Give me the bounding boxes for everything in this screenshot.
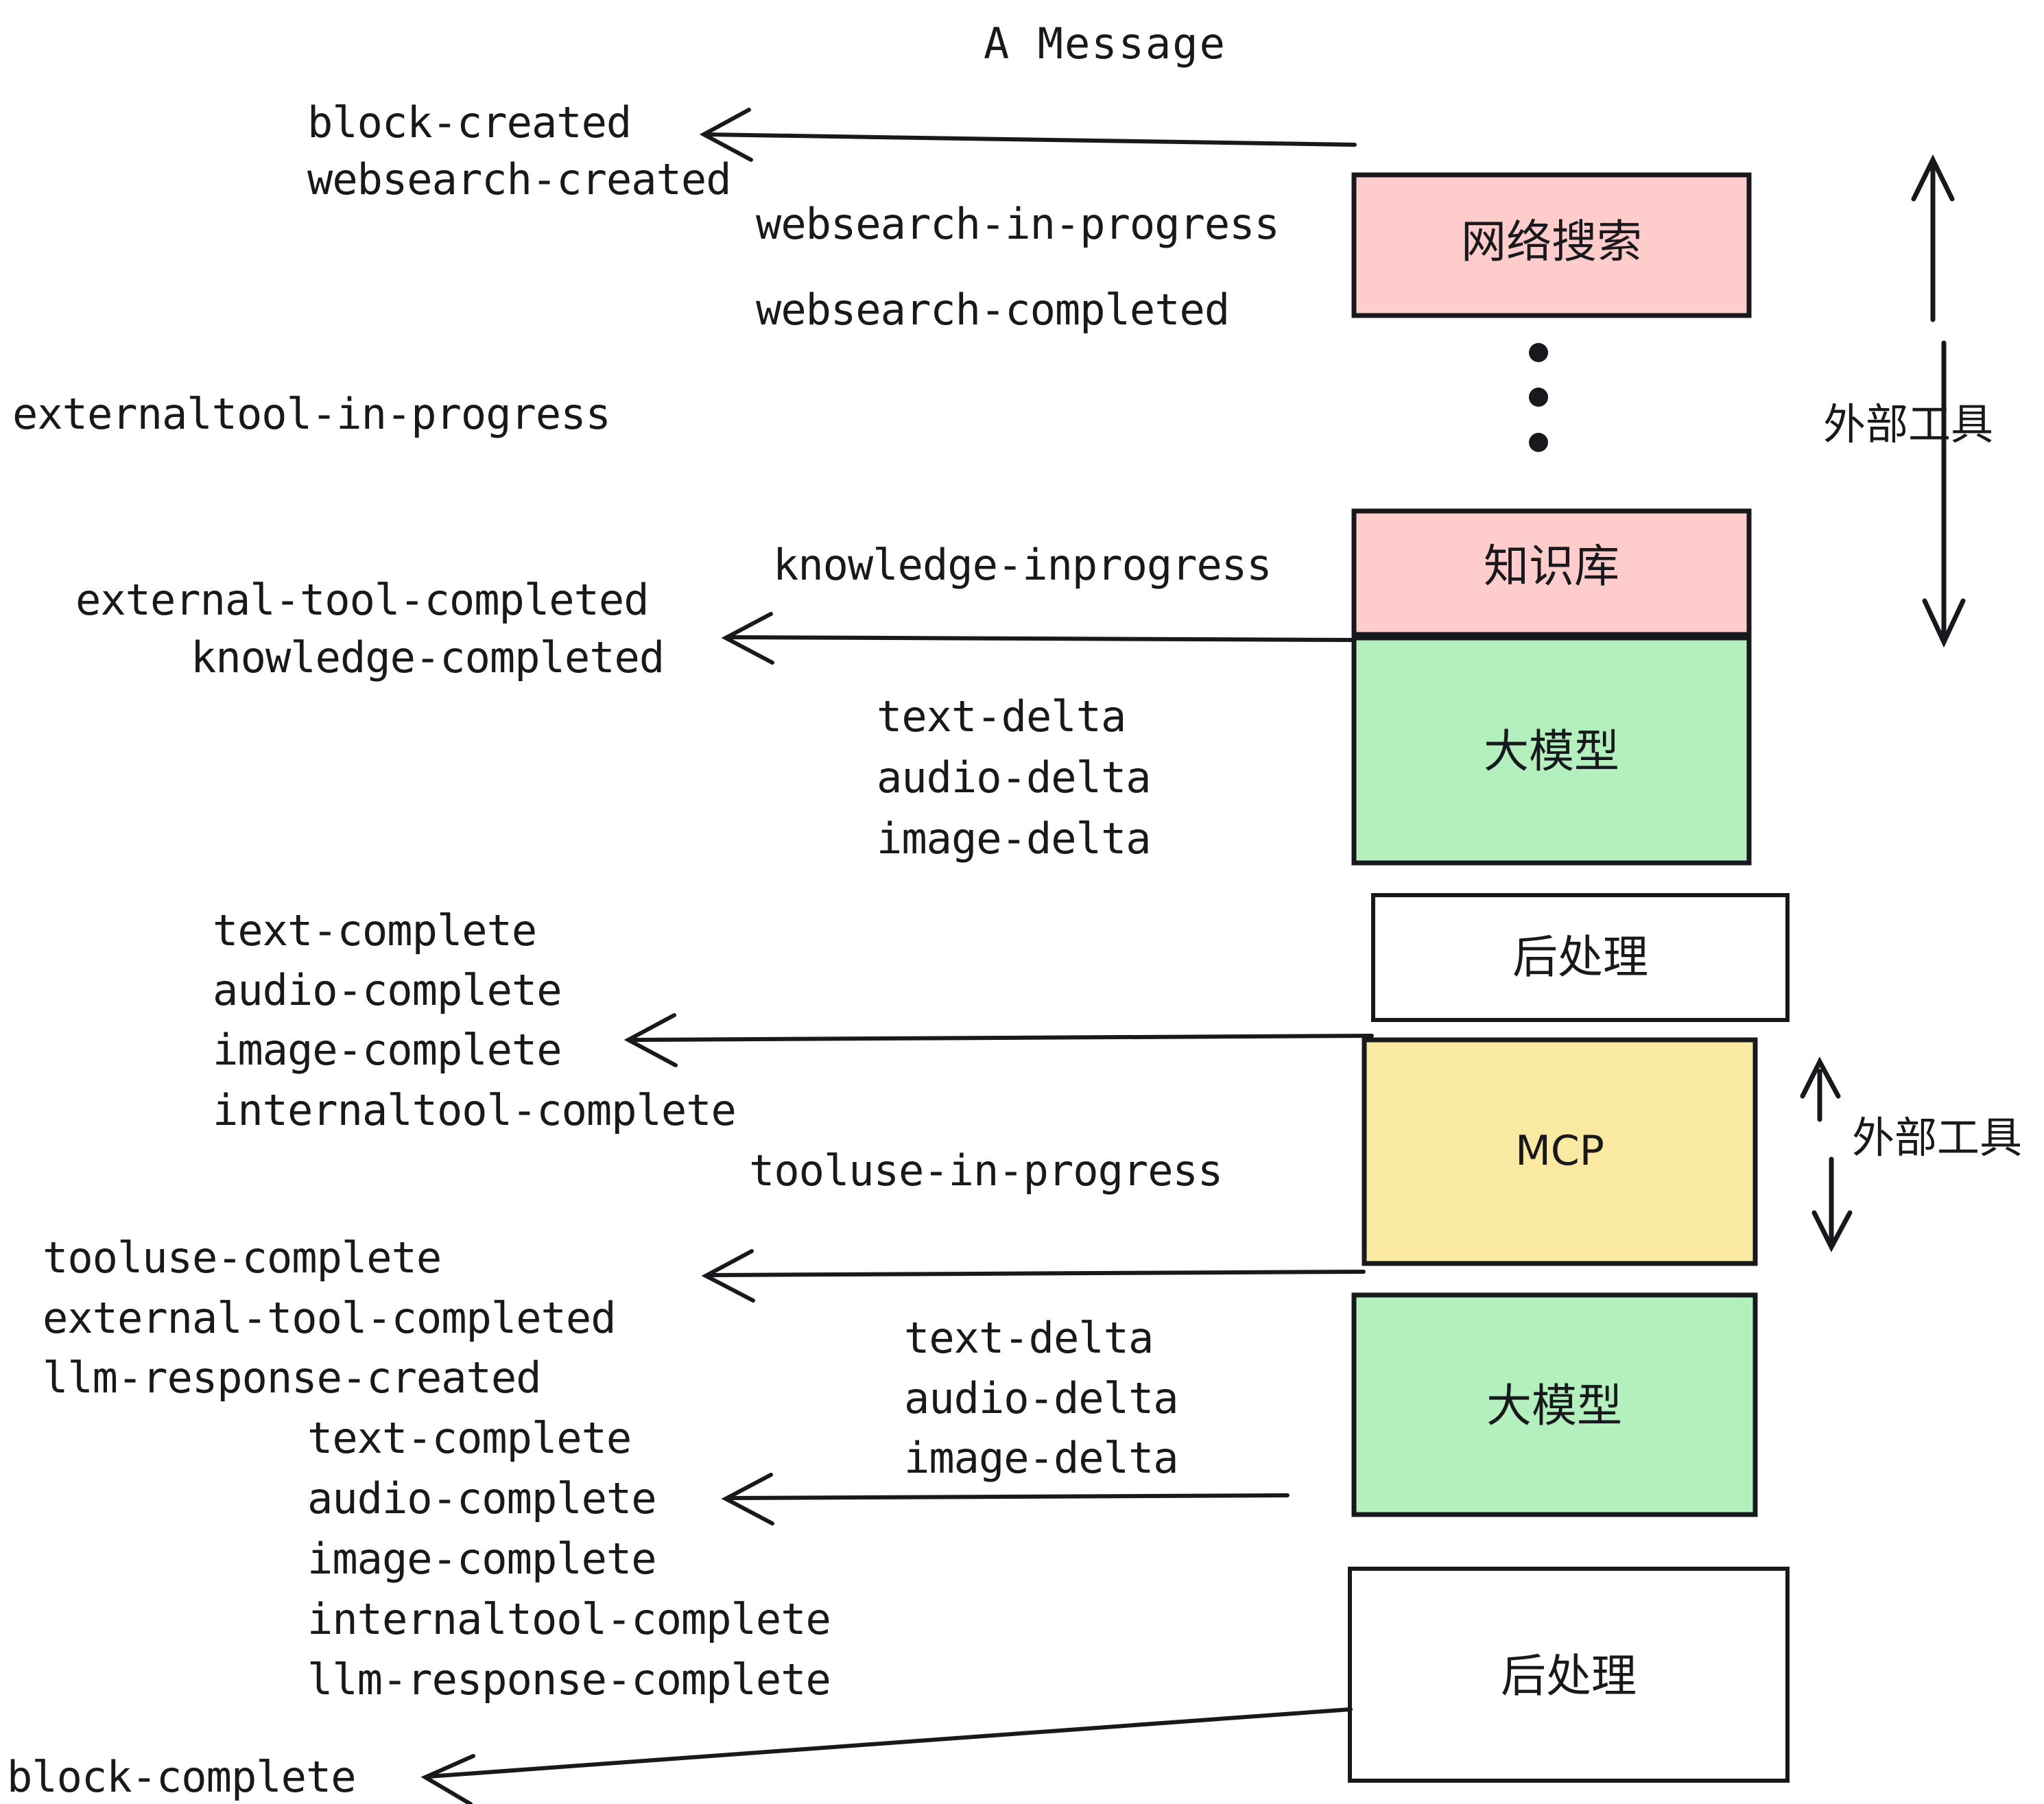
node-mcp-label: MCP <box>1515 1127 1604 1175</box>
event-block-complete: block-complete <box>7 1752 356 1802</box>
event-websearch-in-progress: websearch-in-progress <box>756 199 1279 249</box>
event-websearch-created: websearch-created <box>307 154 731 204</box>
node-llm-top-label: 大模型 <box>1484 725 1619 778</box>
node-llm-bottom-box[interactable] <box>1351 1292 1758 1517</box>
side-label-external-tools-top: 外部工具 <box>1823 399 1993 449</box>
node-llm-top-box[interactable] <box>1351 635 1752 866</box>
event-image-complete-2: image-complete <box>307 1534 656 1584</box>
arrow-block-complete <box>420 1707 1353 1804</box>
ellipsis-dot-2 <box>1529 388 1548 407</box>
page-title: A Message <box>984 19 1226 69</box>
arrow-knowledge-completed <box>721 612 1355 665</box>
ellipsis-dot-1 <box>1529 343 1548 362</box>
side-label-external-tools-bottom: 外部工具 <box>1852 1113 2022 1163</box>
node-postprocess-top-box[interactable] <box>1371 893 1790 1022</box>
event-tooluse-in-progress: tooluse-in-progress <box>749 1146 1222 1196</box>
event-block-created: block-created <box>307 97 631 147</box>
event-text-complete-2: text-complete <box>307 1413 631 1463</box>
node-websearch-label: 网络搜索 <box>1461 215 1642 268</box>
arrow-image-complete <box>623 1013 1374 1067</box>
event-image-delta-2: image-delta <box>904 1433 1178 1483</box>
event-audio-delta-1: audio-delta <box>877 752 1151 803</box>
event-audio-complete-1: audio-complete <box>213 965 562 1015</box>
node-mcp-box[interactable] <box>1362 1037 1758 1266</box>
node-postprocess-bottom-box[interactable] <box>1348 1567 1790 1783</box>
event-text-delta-2: text-delta <box>904 1313 1153 1363</box>
arrow-tooluse-complete <box>701 1249 1366 1303</box>
event-text-complete-1: text-complete <box>213 905 536 956</box>
event-websearch-completed: websearch-completed <box>756 285 1229 335</box>
node-knowledge-box[interactable] <box>1351 508 1752 637</box>
node-postprocess-top-label: 后处理 <box>1512 931 1648 984</box>
arrow-audio-complete <box>721 1473 1290 1526</box>
node-knowledge-label: 知识库 <box>1484 540 1619 593</box>
event-text-delta-1: text-delta <box>877 691 1126 741</box>
event-tooluse-complete: tooluse-complete <box>43 1233 441 1283</box>
event-audio-delta-2: audio-delta <box>904 1373 1178 1423</box>
event-audio-complete-2: audio-complete <box>307 1473 656 1523</box>
arrow-block-created <box>699 108 1357 162</box>
dimension-arrow-external-tools-bottom <box>1800 1056 1853 1253</box>
event-image-delta-1: image-delta <box>877 814 1151 864</box>
node-llm-bottom-label: 大模型 <box>1486 1379 1622 1432</box>
event-knowledge-completed: knowledge-completed <box>191 632 664 683</box>
event-externaltool-in-progress: externaltool-in-progress <box>12 389 610 439</box>
event-llm-response-created: llm-response-created <box>43 1353 541 1403</box>
event-internaltool-complete-2: internaltool-complete <box>307 1594 831 1644</box>
dimension-arrow-external-tools-top <box>1911 154 1966 648</box>
node-postprocess-bottom-label: 后处理 <box>1501 1650 1637 1702</box>
event-knowledge-inprogress: knowledge-inprogress <box>773 540 1272 590</box>
ellipsis-dot-3 <box>1529 433 1548 452</box>
event-external-tool-completed-1: external-tool-completed <box>75 575 649 625</box>
event-image-complete-1: image-complete <box>213 1025 562 1075</box>
event-internaltool-complete-1: internaltool-complete <box>213 1085 736 1135</box>
event-llm-response-complete: llm-response-complete <box>307 1654 831 1705</box>
event-external-tool-completed-2: external-tool-completed <box>43 1293 616 1343</box>
node-websearch-box[interactable] <box>1351 172 1752 318</box>
